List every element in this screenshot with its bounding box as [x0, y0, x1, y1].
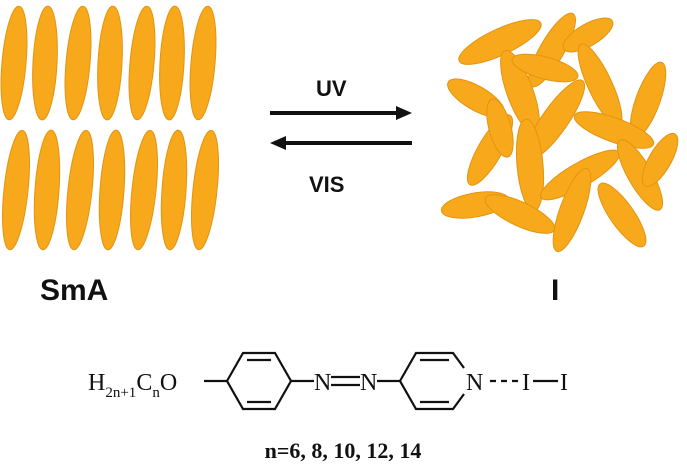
smectic-rod [159, 5, 185, 121]
smectic-a-rods [0, 5, 219, 251]
isotropic-rod [511, 53, 579, 83]
isotropic-rods [440, 12, 679, 253]
iodine-atom-2: I [560, 370, 568, 396]
smectic-rod [191, 129, 219, 251]
smectic-rod [2, 129, 30, 251]
isotropic-rod [552, 167, 592, 253]
smectic-rod [98, 129, 126, 251]
vis-label: VIS [309, 172, 344, 197]
isotropic-label: I [551, 274, 559, 307]
smectic-rod [0, 5, 28, 121]
smectic-rod [189, 5, 217, 121]
alkyl-chain-label: H2n+1CnO [88, 370, 177, 401]
smectic-rod [97, 5, 123, 121]
isotropic-rod [641, 132, 679, 188]
smectic-rod [128, 5, 156, 121]
sma-label: SmA [40, 274, 108, 307]
n-values-caption: n=6, 8, 10, 12, 14 [265, 438, 422, 463]
isotropic-rod [573, 111, 655, 149]
iodine-atom-1: I [522, 370, 530, 396]
uv-arrow [270, 106, 412, 120]
uv-label: UV [316, 76, 347, 101]
smectic-rod [64, 5, 92, 121]
smectic-rod [66, 129, 94, 251]
isotropic-rod [562, 17, 614, 53]
smectic-rod [32, 5, 58, 121]
vis-arrow [270, 136, 412, 150]
pyridine-nitrogen: N [466, 370, 483, 396]
azo-nitrogen-2: N [360, 370, 377, 396]
structure-labels: H2n+1CnO N N N I I [88, 370, 568, 401]
isotropic-rod [597, 182, 647, 248]
smectic-rod [130, 129, 158, 251]
azo-nitrogen-1: N [314, 370, 331, 396]
chemical-structure [204, 351, 558, 411]
smectic-rod [160, 129, 188, 251]
isotropic-rod [486, 98, 514, 158]
smectic-rod [33, 129, 61, 251]
